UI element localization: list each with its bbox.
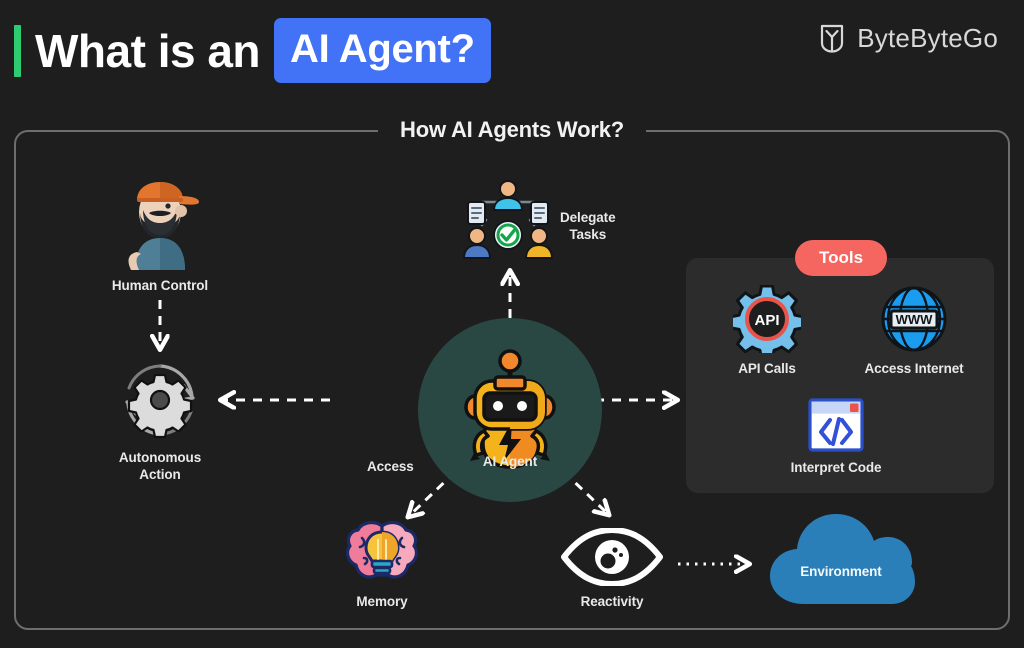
node-environment: Environment <box>766 508 916 608</box>
node-environment-label: Environment <box>800 564 882 579</box>
node-autonomous-action: Autonomous Action <box>104 358 216 484</box>
header: What is an AI Agent? ByteByteGo <box>0 0 1024 100</box>
code-window-icon <box>808 398 864 452</box>
globe-www-icon: WWW <box>880 285 948 353</box>
title-accent-bar <box>14 24 21 77</box>
robot-icon <box>451 349 569 471</box>
brain-lightbulb-icon <box>346 520 418 586</box>
tool-access-internet: WWW Access Internet <box>862 285 966 378</box>
node-memory: Memory <box>336 520 428 611</box>
node-human-control-label: Human Control <box>111 278 209 293</box>
bytebytego-owl-icon <box>818 22 846 54</box>
tool-api-calls: API API Calls <box>725 285 809 378</box>
eye-icon <box>560 528 664 586</box>
api-gear-text: API <box>754 312 779 329</box>
panel-title: How AI Agents Work? <box>378 117 646 143</box>
tools-badge: Tools <box>795 240 888 276</box>
node-delegate-tasks-label: Delegate Tasks <box>560 210 616 242</box>
tool-interpret-code-label: Interpret Code <box>790 460 882 475</box>
edge-access-label: Access <box>367 459 414 474</box>
node-memory-label: Memory <box>356 594 408 609</box>
tool-access-internet-label: Access Internet <box>864 361 964 376</box>
brand-logo: ByteByteGo <box>818 22 998 54</box>
api-gear-icon: API <box>733 285 801 353</box>
node-reactivity-label: Reactivity <box>580 594 644 609</box>
tools-card <box>686 258 994 493</box>
org-chart-checkmark-icon <box>462 180 554 266</box>
brand-name-text: ByteByteGo <box>857 22 998 53</box>
node-ai-agent-label: AI Agent <box>482 454 538 469</box>
agent-circle-backdrop <box>418 318 602 502</box>
tool-interpret-code: Interpret Code <box>786 398 886 477</box>
gear-in-refresh-loop-icon <box>118 358 202 442</box>
node-ai-agent: AI Agent <box>418 318 602 502</box>
title-main-text: What is an <box>35 24 261 77</box>
tool-api-calls-label: API Calls <box>738 361 796 376</box>
node-reactivity: Reactivity <box>560 528 664 611</box>
title-highlight-text: AI Agent? <box>274 18 491 83</box>
person-with-cap-icon <box>117 182 203 270</box>
cloud-icon: Environment <box>766 508 916 608</box>
node-human-control: Human Control <box>108 182 212 295</box>
globe-www-text: WWW <box>896 312 934 327</box>
page-title: What is an AI Agent? <box>14 18 491 83</box>
node-autonomous-action-label: Autonomous Action <box>118 450 202 482</box>
node-delegate-tasks <box>462 180 554 266</box>
